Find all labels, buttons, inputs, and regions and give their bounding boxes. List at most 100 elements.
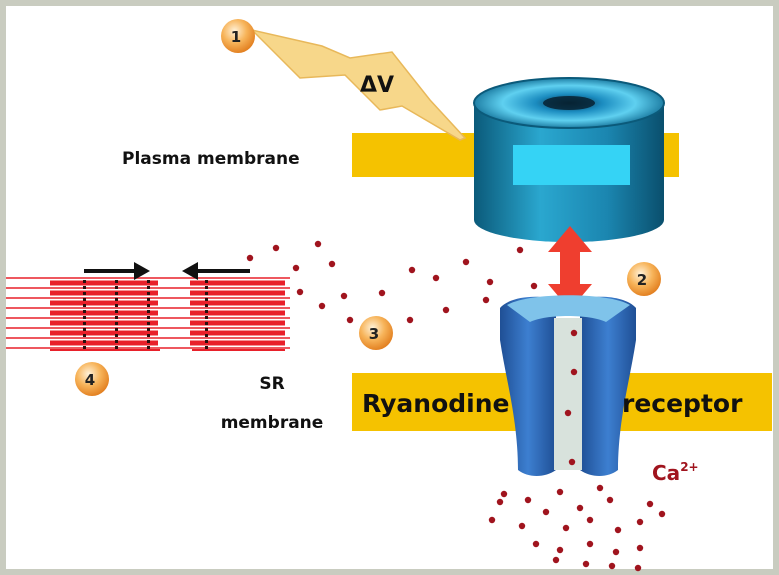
crossbridge-mark [147,334,150,337]
calcium-ion-dot [524,496,532,504]
crossbridge-mark [147,304,150,307]
crossbridge-mark [147,322,150,325]
calcium-ion-dot [482,296,490,304]
crossbridge-mark [83,334,86,337]
crossbridge-mark [147,316,150,319]
calcium-ion-dot [432,274,440,282]
crossbridge-mark [115,346,118,349]
calcium-ion-dot [296,288,304,296]
sr-label-line1: SR [259,374,284,394]
crossbridge-mark [83,280,86,283]
step-marker-2: 2 [627,262,661,296]
crossbridge-mark [115,310,118,313]
crossbridge-mark [205,334,208,337]
crossbridge-mark [83,292,86,295]
calcium-ion-dot [586,540,594,548]
crossbridge-mark [147,346,150,349]
calcium-ion-dot [530,282,538,290]
arrow-right-icon [134,262,150,280]
calcium-ion-dot [646,500,654,508]
calcium-ion-dot [532,540,540,548]
calcium-ions [246,240,666,572]
crossbridge-mark [115,316,118,319]
calcium-ion-dot [328,260,336,268]
calcium-ion-dot [486,278,494,286]
crossbridge-mark [115,286,118,289]
crossbridge-mark [83,340,86,343]
crossbridge-mark [205,316,208,319]
voltage-bolt-icon [249,28,467,141]
calcium-ion-dot [552,556,560,564]
ryanodine-receptor [500,295,636,476]
crossbridge-mark [147,280,150,283]
crossbridge-mark [83,346,86,349]
ryanodine-label: Ryanodine [362,389,510,418]
crossbridge-mark [147,328,150,331]
calcium-ion-dot [570,368,578,376]
crossbridge-mark [205,310,208,313]
calcium-ion-dot [516,246,524,254]
crossbridge-mark [83,316,86,319]
calcium-ion-dot [272,244,280,252]
step-marker-4: 4 [75,362,109,396]
calcium-ion-dot [246,254,254,262]
calcium-ion-dot [378,289,386,297]
calcium-ion-dot [442,306,450,314]
crossbridge-mark [115,340,118,343]
calcium-ion-dot [606,496,614,504]
svg-text:3: 3 [369,325,379,343]
crossbridge-mark [83,310,86,313]
calcium-ion-dot [406,316,414,324]
calcium-ion-dot [570,329,578,337]
crossbridge-mark [205,304,208,307]
contraction-arrows [84,262,250,280]
calcium-ion-dot [658,510,666,518]
crossbridge-mark [83,322,86,325]
calcium-ion-dot [582,560,590,568]
receptor-label: receptor [622,389,743,418]
calcium-ion-dot [518,522,526,530]
crossbridge-mark [147,292,150,295]
plasma-membrane-label: Plasma membrane [122,149,300,169]
calcium-ion-dot [576,504,584,512]
crossbridge-mark [147,298,150,301]
calcium-label: Ca2+ [652,460,699,485]
calcium-ion-dot [500,490,508,498]
crossbridge-mark [205,280,208,283]
calcium-ion-dot [340,292,348,300]
crossbridge-mark [147,340,150,343]
calcium-ion-dot [636,544,644,552]
calcium-ion-dot [564,409,572,417]
crossbridge-mark [115,298,118,301]
crossbridge-mark [205,298,208,301]
crossbridge-mark [205,286,208,289]
crossbridge-mark [205,322,208,325]
calcium-ion-dot [556,546,564,554]
calcium-ion-dot [542,508,550,516]
crossbridge-mark [147,310,150,313]
calcium-ion-dot [408,266,416,274]
crossbridge-mark [205,340,208,343]
crossbridge-mark [147,286,150,289]
calcium-ion-dot [556,488,564,496]
crossbridge-mark [115,328,118,331]
calcium-ion-dot [612,548,620,556]
calcium-ion-dot [488,516,496,524]
svg-text:4: 4 [85,371,95,389]
crossbridge-mark [115,304,118,307]
calcium-ion-dot [462,258,470,266]
calcium-ion-dot [608,562,616,570]
calcium-ion-dot [596,484,604,492]
arrow-left-icon [182,262,198,280]
crossbridge-mark [115,334,118,337]
calcium-ion-dot [292,264,300,272]
calcium-ion-dot [318,302,326,310]
calcium-ion-dot [568,458,576,466]
step-marker-1: 1 [221,19,255,53]
sr-label-line2: membrane [221,413,324,433]
calcium-ion-dot [636,518,644,526]
calcium-ion-dot [314,240,322,248]
sarcomere-filaments [6,277,290,351]
delta-v-label: ΔV [360,73,394,98]
